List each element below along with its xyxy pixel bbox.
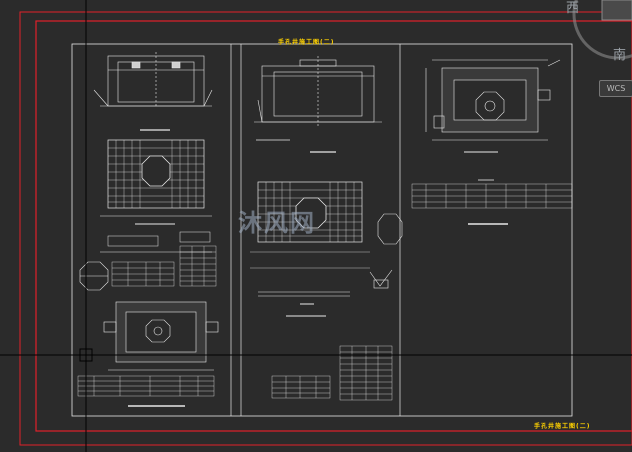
viewcube[interactable]: [560, 0, 632, 72]
rebar-grid-plan-2: [250, 181, 370, 269]
octagon-detail-2: [377, 213, 403, 245]
rebar-table-1: [111, 261, 175, 287]
wcs-button[interactable]: WCS: [599, 80, 632, 97]
sheet-border: [71, 43, 573, 417]
octagon-detail: [79, 261, 109, 291]
quantity-table-1: [77, 375, 215, 397]
border-frame: [35, 20, 632, 432]
section-detail-small: [100, 231, 212, 253]
handhole-plan-1: [103, 301, 219, 371]
outer-frame: [19, 11, 632, 446]
section-elevation-1: [93, 52, 213, 108]
quantity-table-2: [339, 345, 393, 401]
handhole-plan-2: [425, 59, 561, 141]
viewcube-west-label[interactable]: 西: [566, 1, 580, 16]
rebar-detail-2: [258, 269, 393, 317]
material-table: [411, 183, 573, 209]
sheet-title-bottom: 手孔井施工图(二): [534, 423, 591, 430]
viewcube-south-label[interactable]: 南: [613, 48, 627, 63]
rebar-table-2: [179, 245, 217, 287]
section-elevation-2: [254, 56, 382, 128]
sheet-title-top: 手孔井施工图(二): [278, 39, 335, 46]
watermark: 沐风网: [238, 209, 316, 237]
rebar-grid-plan: [100, 139, 212, 217]
quantity-table-3: [271, 375, 331, 399]
